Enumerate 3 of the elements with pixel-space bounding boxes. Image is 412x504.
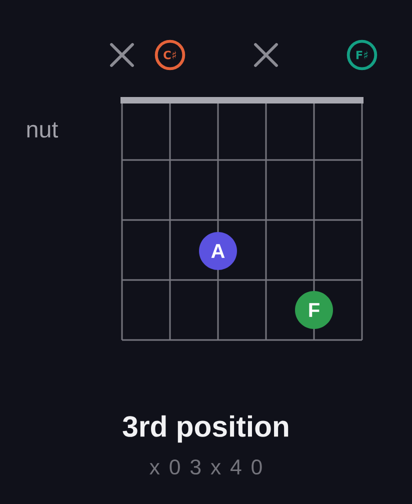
side-label: nut: [27, 122, 58, 138]
fingering-text: x 0 3 x 4 0: [150, 459, 262, 475]
title: 3rd position: [122, 415, 288, 443]
